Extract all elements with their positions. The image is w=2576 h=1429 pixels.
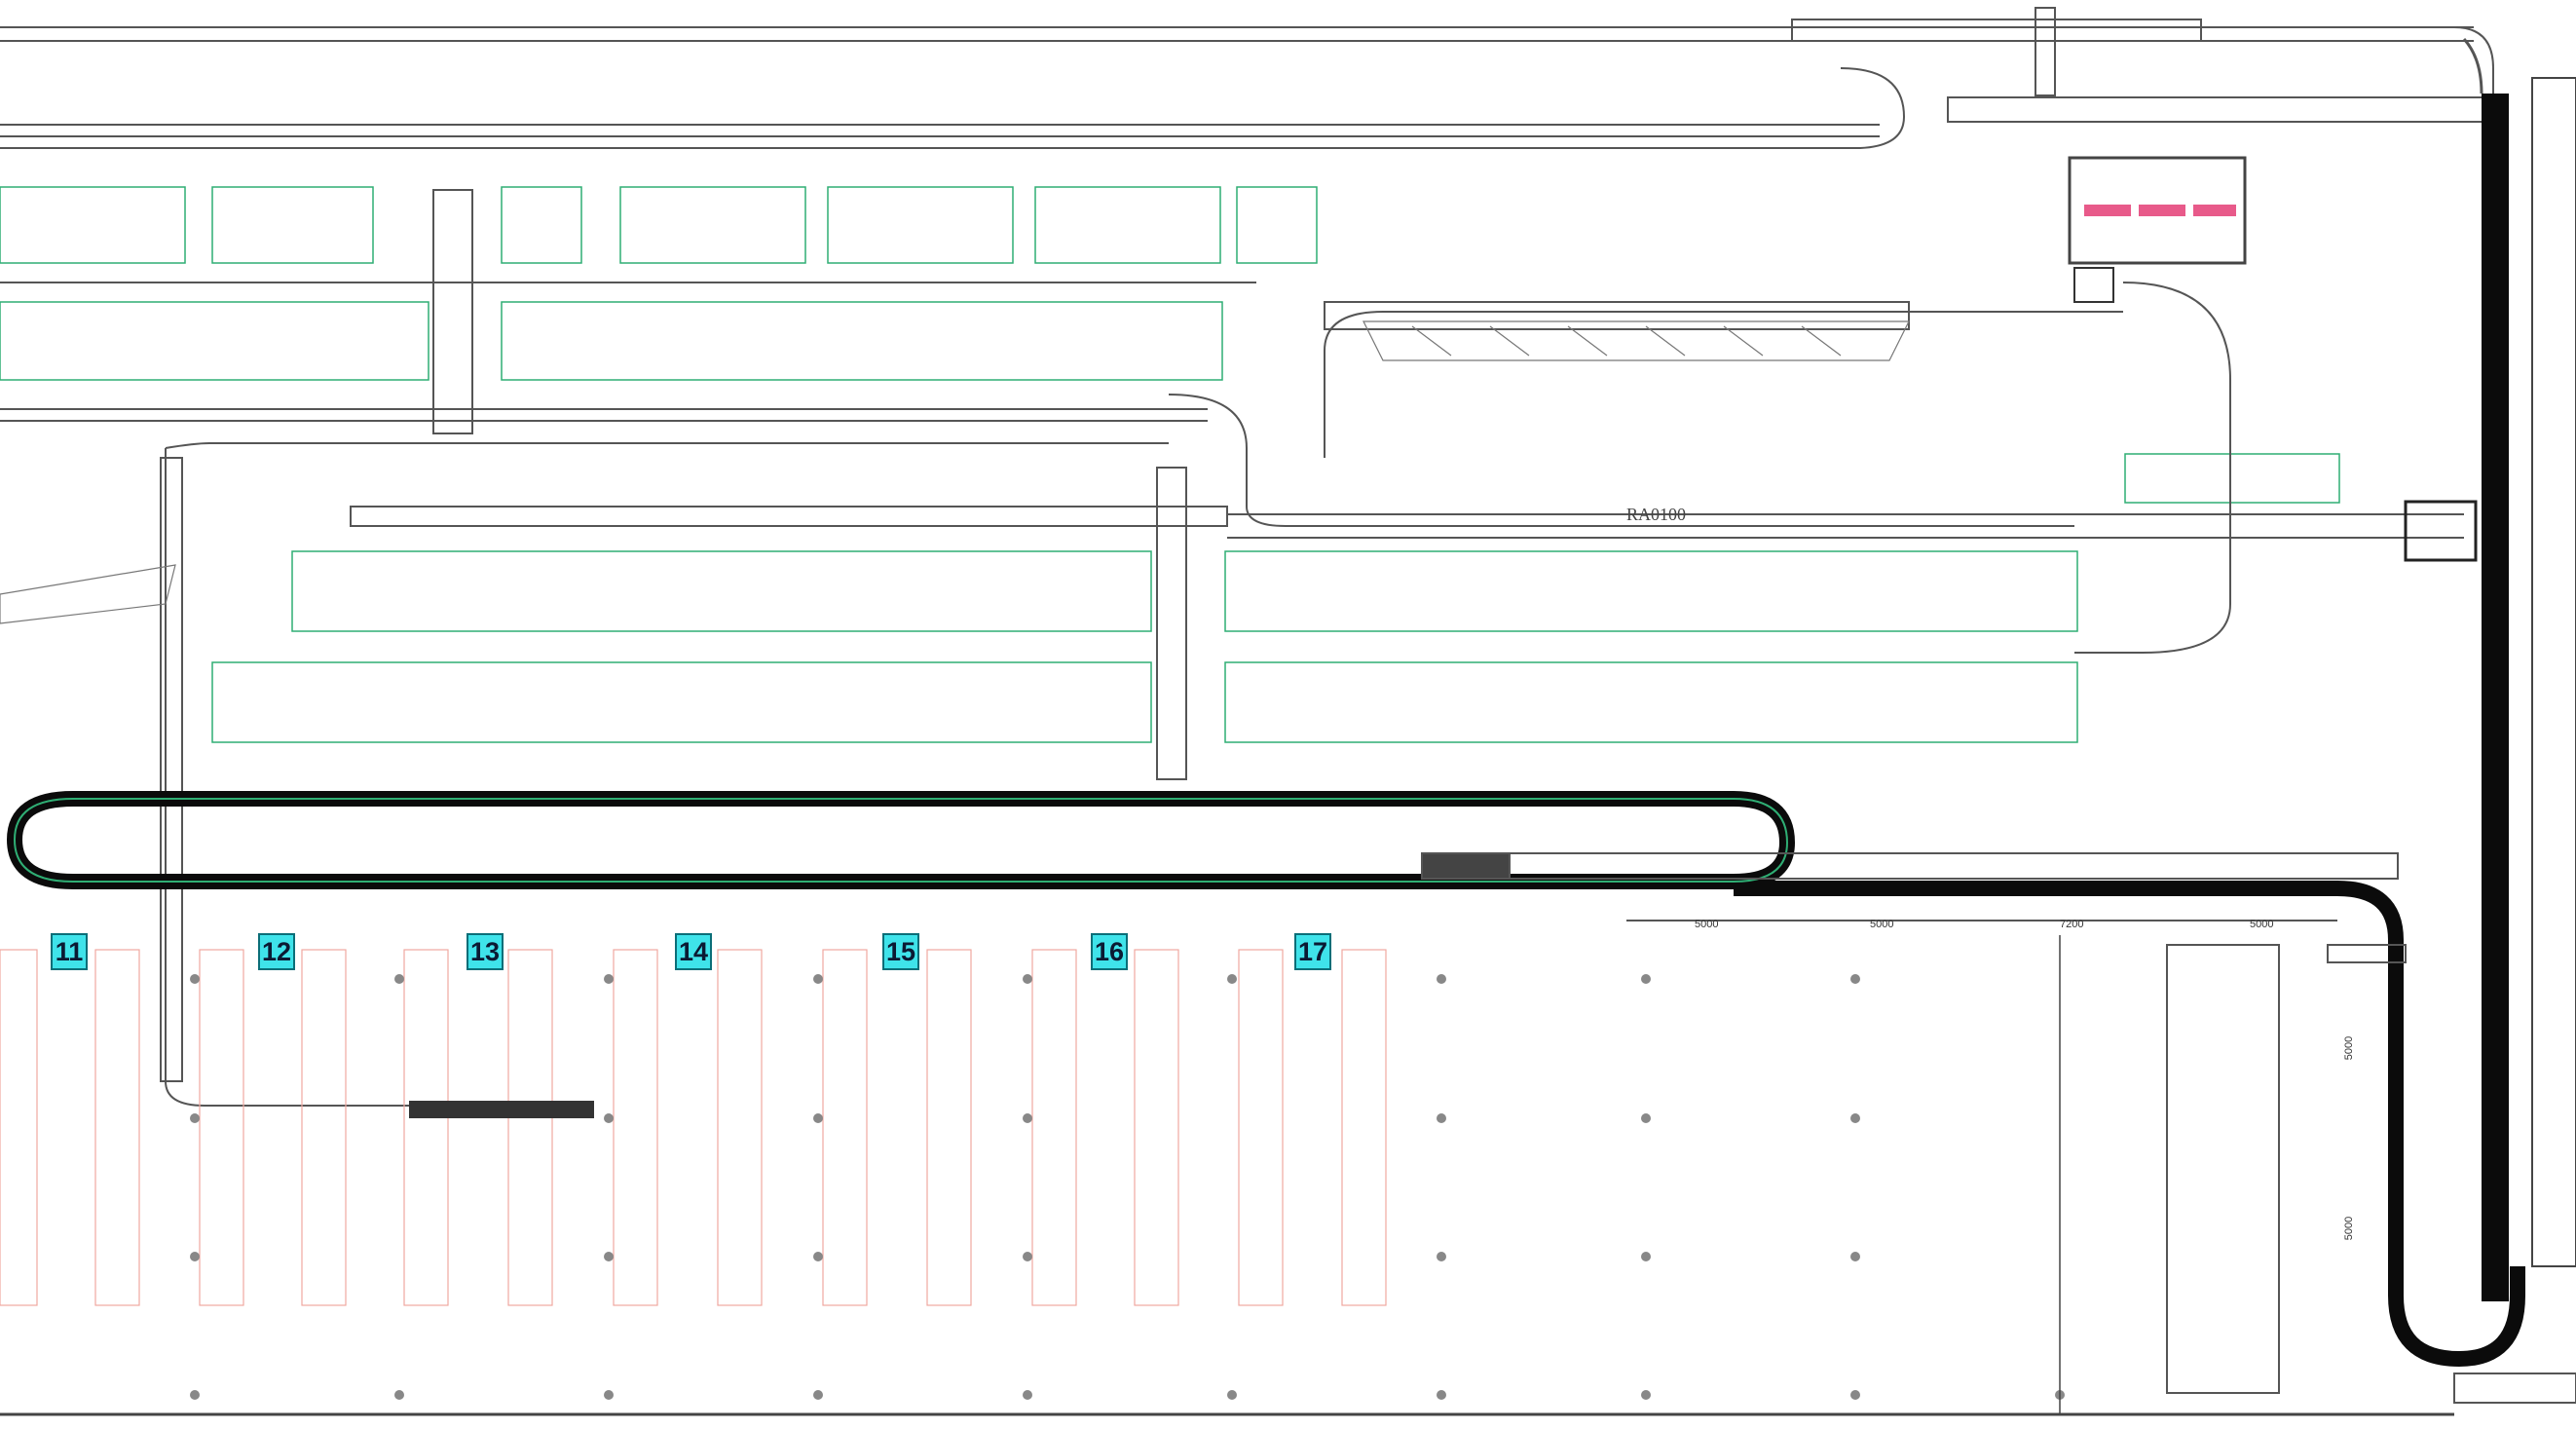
bay-label-11: 11 <box>51 933 88 970</box>
control-station <box>2068 156 2247 303</box>
lower-right-conveyor <box>1421 852 2576 1404</box>
loading-conveyor <box>409 1101 594 1118</box>
transfer-node <box>2404 500 2478 562</box>
dimension-label-v2: 5000 <box>2343 1216 2356 1241</box>
inner-conveyors <box>0 189 2464 1107</box>
dimension-label-3: 7200 <box>2060 919 2084 930</box>
dimension-label-2: 5000 <box>1870 919 1894 930</box>
building-columns <box>190 974 2065 1400</box>
floor-boundary <box>0 935 2454 1416</box>
bay-label-15: 15 <box>882 933 919 970</box>
bay-label-13: 13 <box>467 933 504 970</box>
dimension-label-4: 5000 <box>2250 919 2274 930</box>
sorter-chutes <box>0 320 1910 624</box>
marker-2 <box>2139 205 2185 216</box>
zone-label: RA0100 <box>1626 505 1687 524</box>
marker-3 <box>2193 205 2236 216</box>
bay-label-14: 14 <box>675 933 712 970</box>
bay-label-12: 12 <box>258 933 295 970</box>
dimension-label-v1: 5000 <box>2343 1035 2356 1061</box>
upper-green-racks <box>0 186 1318 381</box>
top-conveyor <box>0 7 2494 149</box>
middle-green-racks <box>211 453 2340 743</box>
bay-label-17: 17 <box>1294 933 1331 970</box>
marker-1 <box>2084 205 2131 216</box>
dimension-label-1: 5000 <box>1695 919 1719 930</box>
lower-pink-racks <box>0 949 1387 1306</box>
right-main-conveyor <box>2462 37 2576 1301</box>
bay-label-16: 16 <box>1091 933 1128 970</box>
main-belt-loop <box>6 791 2525 1368</box>
